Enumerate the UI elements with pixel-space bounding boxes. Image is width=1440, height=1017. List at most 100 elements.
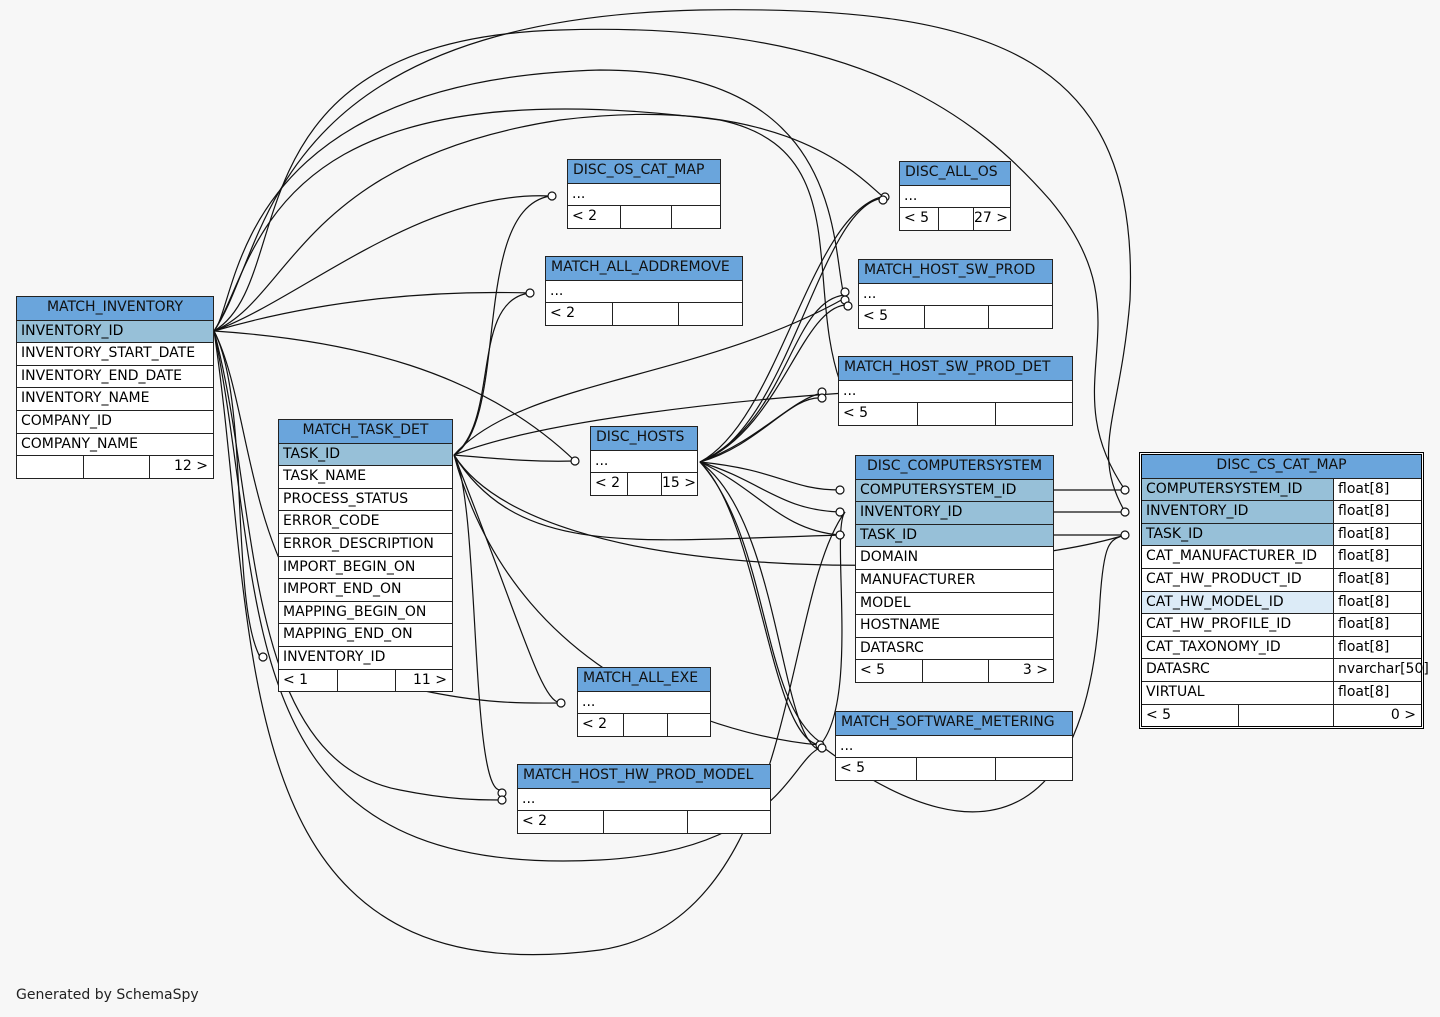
footer-spacer bbox=[620, 206, 671, 228]
column-name: COMPUTERSYSTEM_ID bbox=[1146, 480, 1303, 497]
parents-count[interactable]: < 5 bbox=[843, 405, 869, 422]
column-row: PROCESS_STATUS bbox=[279, 487, 452, 511]
parents-count[interactable]: < 5 bbox=[1146, 706, 1172, 723]
ellipsis: ... bbox=[550, 282, 564, 299]
column-row: DATASRC nvarchar[50] bbox=[1142, 658, 1429, 681]
column-name: VIRTUAL bbox=[1146, 683, 1205, 700]
ellipsis: ... bbox=[840, 737, 854, 754]
column-type: float[8] bbox=[1333, 636, 1421, 659]
table-disc-os-cat-map[interactable]: DISC_OS_CAT_MAP ... < 2 bbox=[567, 159, 721, 229]
column-row: INVENTORY_ID bbox=[856, 501, 1053, 524]
column-name: INVENTORY_ID bbox=[283, 648, 386, 665]
parents-count[interactable]: < 2 bbox=[582, 716, 608, 733]
collapsed-columns: ... bbox=[578, 690, 710, 714]
children-count[interactable] bbox=[667, 714, 710, 736]
table-header[interactable]: DISC_CS_CAT_MAP bbox=[1142, 455, 1421, 478]
children-count[interactable]: 3 > bbox=[988, 660, 1053, 682]
children-count[interactable]: 12 > bbox=[149, 456, 213, 478]
column-name: INVENTORY_ID bbox=[21, 322, 124, 339]
table-header[interactable]: MATCH_SOFTWARE_METERING bbox=[836, 712, 1072, 735]
column-name: INVENTORY_NAME bbox=[21, 390, 150, 407]
table-match-all-addremove[interactable]: MATCH_ALL_ADDREMOVE ... < 2 bbox=[545, 256, 743, 326]
footer-spacer bbox=[83, 456, 149, 478]
ellipsis: ... bbox=[904, 187, 918, 204]
column-row: INVENTORY_END_DATE bbox=[17, 364, 213, 388]
table-match-host-sw-prod-det[interactable]: MATCH_HOST_SW_PROD_DET ... < 5 bbox=[838, 356, 1073, 426]
parents-count[interactable]: < 2 bbox=[572, 208, 598, 225]
table-header[interactable]: DISC_OS_CAT_MAP bbox=[568, 160, 720, 183]
children-count[interactable]: 0 > bbox=[1333, 704, 1421, 727]
table-disc-computersystem[interactable]: DISC_COMPUTERSYSTEM COMPUTERSYSTEM_ID IN… bbox=[855, 455, 1054, 683]
column-name: HOSTNAME bbox=[860, 617, 940, 634]
collapsed-columns: ... bbox=[839, 379, 1072, 403]
children-count[interactable] bbox=[988, 306, 1052, 328]
footer-spacer bbox=[612, 303, 678, 325]
column-row: TASK_ID bbox=[279, 442, 452, 466]
table-disc-hosts[interactable]: DISC_HOSTS ... < 2 15 > bbox=[590, 426, 698, 496]
table-header[interactable]: MATCH_HOST_SW_PROD_DET bbox=[839, 357, 1072, 380]
table-footer: < 1 11 > bbox=[279, 668, 452, 692]
children-count[interactable]: 27 > bbox=[973, 208, 1010, 230]
column-name: IMPORT_BEGIN_ON bbox=[283, 558, 416, 575]
table-disc-all-os[interactable]: DISC_ALL_OS ... < 5 27 > bbox=[899, 161, 1011, 231]
children-count[interactable]: 15 > bbox=[661, 473, 697, 495]
ellipsis: ... bbox=[582, 693, 596, 710]
children-count[interactable]: 11 > bbox=[395, 669, 452, 692]
footer-spacer bbox=[603, 811, 687, 833]
children-count[interactable] bbox=[995, 403, 1072, 425]
parents-count[interactable]: < 5 bbox=[860, 662, 886, 679]
table-match-host-sw-prod[interactable]: MATCH_HOST_SW_PROD ... < 5 bbox=[858, 259, 1053, 329]
parents-count[interactable]: < 2 bbox=[595, 475, 621, 492]
collapsed-columns: ... bbox=[859, 282, 1052, 306]
table-footer: < 5 3 > bbox=[856, 659, 1053, 682]
footer-spacer bbox=[916, 758, 995, 780]
parents-count[interactable]: < 5 bbox=[863, 308, 889, 325]
parents-count[interactable] bbox=[17, 456, 83, 478]
table-header[interactable]: MATCH_HOST_SW_PROD bbox=[859, 260, 1052, 283]
column-type: float[8] bbox=[1333, 591, 1421, 614]
table-header[interactable]: DISC_COMPUTERSYSTEM bbox=[856, 456, 1053, 479]
table-disc-cs-cat-map[interactable]: DISC_CS_CAT_MAP COMPUTERSYSTEM_ID float[… bbox=[1139, 452, 1429, 730]
parents-count[interactable]: < 5 bbox=[904, 210, 930, 227]
table-header[interactable]: MATCH_HOST_HW_PROD_MODEL bbox=[518, 765, 770, 788]
collapsed-columns: ... bbox=[568, 182, 720, 206]
table-header[interactable]: DISC_HOSTS bbox=[591, 427, 697, 450]
column-name: INVENTORY_END_DATE bbox=[21, 367, 182, 384]
ellipsis: ... bbox=[595, 452, 609, 469]
table-footer: < 2 bbox=[518, 810, 770, 833]
table-header[interactable]: DISC_ALL_OS bbox=[900, 162, 1010, 185]
table-header[interactable]: MATCH_ALL_EXE bbox=[578, 668, 710, 691]
table-match-inventory[interactable]: MATCH_INVENTORY INVENTORY_ID INVENTORY_S… bbox=[16, 296, 214, 479]
table-match-all-exe[interactable]: MATCH_ALL_EXE ... < 2 bbox=[577, 667, 711, 737]
table-footer: < 5 bbox=[839, 402, 1072, 425]
column-row: INVENTORY_ID bbox=[279, 645, 452, 669]
table-match-host-hw-prod-model[interactable]: MATCH_HOST_HW_PROD_MODEL ... < 2 bbox=[517, 764, 771, 834]
column-row: TASK_ID float[8] bbox=[1142, 522, 1421, 546]
ellipsis: ... bbox=[843, 382, 857, 399]
footer-spacer bbox=[627, 473, 661, 495]
column-name: CAT_TAXONOMY_ID bbox=[1146, 638, 1281, 655]
parents-count[interactable]: < 5 bbox=[840, 760, 866, 777]
table-match-task-det[interactable]: MATCH_TASK_DET TASK_ID TASK_NAME PROCESS… bbox=[278, 419, 453, 693]
column-name: CAT_HW_PROFILE_ID bbox=[1146, 616, 1292, 633]
column-row: INVENTORY_START_DATE bbox=[17, 342, 213, 365]
children-count[interactable] bbox=[678, 303, 742, 325]
parents-count[interactable]: < 2 bbox=[522, 813, 548, 830]
children-count[interactable] bbox=[995, 758, 1072, 780]
column-name: TASK_ID bbox=[1146, 525, 1204, 542]
column-name: COMPUTERSYSTEM_ID bbox=[860, 481, 1017, 498]
column-row: INVENTORY_ID bbox=[17, 319, 213, 343]
parents-count[interactable]: < 2 bbox=[550, 305, 576, 322]
table-footer: < 2 15 > bbox=[591, 472, 697, 495]
table-header[interactable]: MATCH_ALL_ADDREMOVE bbox=[546, 257, 742, 280]
column-name: INVENTORY_START_DATE bbox=[21, 345, 196, 362]
footer-spacer bbox=[623, 714, 667, 736]
collapsed-columns: ... bbox=[836, 734, 1072, 758]
table-match-software-metering[interactable]: MATCH_SOFTWARE_METERING ... < 5 bbox=[835, 711, 1073, 781]
parents-count[interactable]: < 1 bbox=[283, 671, 309, 688]
table-header[interactable]: MATCH_TASK_DET bbox=[279, 420, 452, 443]
children-count[interactable] bbox=[687, 811, 770, 833]
table-header[interactable]: MATCH_INVENTORY bbox=[17, 297, 213, 320]
footer-spacer bbox=[922, 660, 988, 682]
children-count[interactable] bbox=[671, 206, 720, 228]
